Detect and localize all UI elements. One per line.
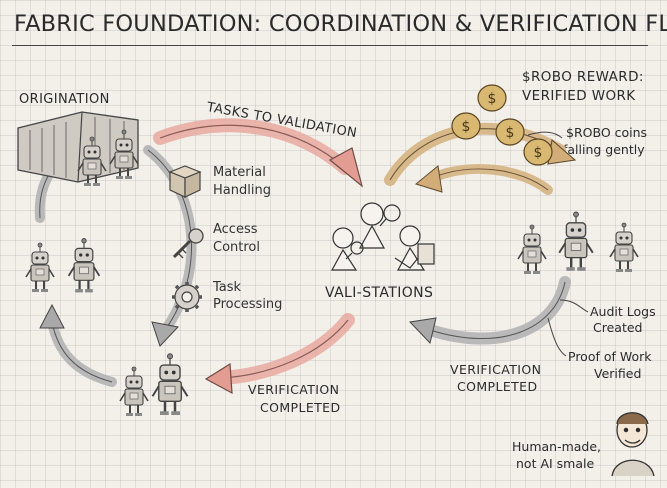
left-loop-arrows bbox=[34, 145, 197, 387]
signature-line1: Human-made, bbox=[512, 439, 602, 454]
access-control-line1: Access bbox=[213, 222, 258, 237]
box-icon bbox=[168, 165, 202, 198]
vali-stations-label: VALI-STATIONS bbox=[325, 285, 434, 301]
signature-line2: not AI smale bbox=[516, 456, 595, 471]
svg-text:$: $ bbox=[488, 91, 497, 107]
coins-note-line1: $ROBO coins bbox=[566, 125, 648, 140]
verification-left-line2: COMPLETED bbox=[260, 400, 341, 415]
note-leader-lines bbox=[527, 131, 589, 357]
task-processing-line1: Task bbox=[213, 280, 242, 295]
vali-station-figures bbox=[330, 202, 435, 271]
robot-reward-3 bbox=[609, 222, 639, 273]
verification-left-arrow bbox=[204, 313, 355, 395]
svg-text:$: $ bbox=[462, 119, 471, 135]
artist-portrait bbox=[611, 412, 655, 477]
tasks-to-validation-arrow bbox=[153, 118, 364, 188]
coins-note-line2: falling gently bbox=[563, 142, 645, 157]
proof-of-work-line2: Verified bbox=[594, 366, 642, 381]
robot-left-1 bbox=[25, 242, 55, 293]
reward-line2: VERIFIED WORK bbox=[522, 88, 636, 104]
robot-bottom-1 bbox=[119, 366, 149, 417]
svg-text:$: $ bbox=[534, 145, 543, 161]
verification-left-line1: VERIFICATION bbox=[248, 382, 340, 397]
gear-icon bbox=[172, 282, 202, 312]
audit-logs-line2: Created bbox=[593, 320, 643, 335]
key-icon bbox=[172, 228, 204, 259]
verification-right-line2: COMPLETED bbox=[457, 379, 538, 394]
origination-label: ORIGINATION bbox=[19, 92, 110, 107]
verification-right-line1: VERIFICATION bbox=[450, 362, 542, 377]
reward-line1: $ROBO REWARD: bbox=[522, 69, 644, 85]
audit-logs-line1: Audit Logs bbox=[590, 304, 656, 319]
robot-bottom-2 bbox=[151, 352, 189, 417]
material-handling-line1: Material bbox=[213, 165, 266, 180]
robot-reward-1 bbox=[517, 224, 547, 275]
task-processing-line2: Processing bbox=[213, 297, 283, 312]
svg-text:$: $ bbox=[506, 125, 515, 141]
diagram-title: FABRIC FOUNDATION: COORDINATION & VERIFI… bbox=[14, 11, 667, 37]
verification-right-arrow bbox=[408, 276, 571, 345]
material-handling-line2: Handling bbox=[213, 183, 271, 198]
access-control-line2: Control bbox=[213, 240, 260, 255]
title-underline bbox=[12, 45, 648, 46]
robot-reward-2 bbox=[558, 210, 594, 272]
proof-of-work-line1: Proof of Work bbox=[568, 349, 652, 364]
robo-coins: $ $ $ $ bbox=[451, 84, 553, 166]
robot-left-2 bbox=[67, 237, 101, 294]
